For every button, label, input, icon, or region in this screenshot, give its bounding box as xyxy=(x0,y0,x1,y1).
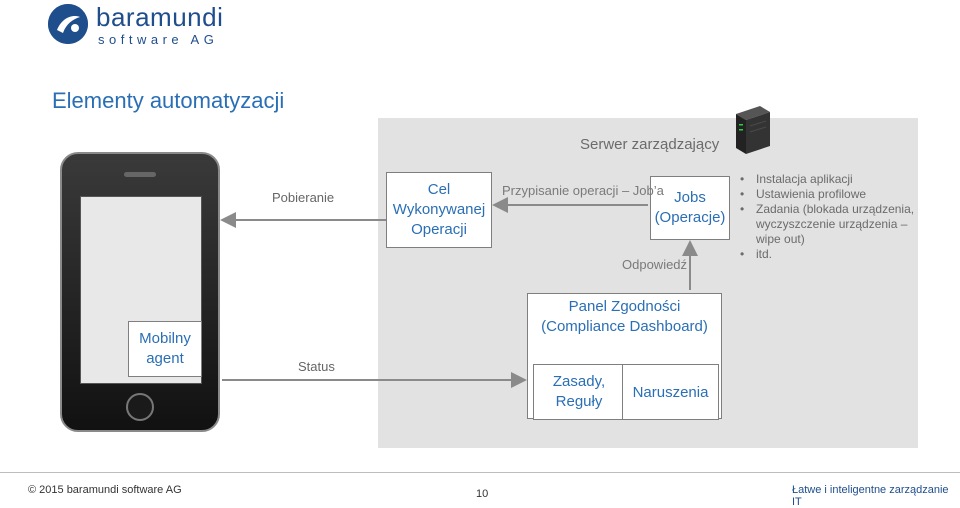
download-label: Pobieranie xyxy=(272,190,335,205)
baramundi-logo-icon xyxy=(48,4,88,44)
job-types-list: Instalacja aplikacji Ustawienia profilow… xyxy=(740,172,930,262)
phone-home-button xyxy=(126,393,154,421)
rules-box: Zasady, Reguły xyxy=(533,364,625,420)
list-item: Instalacja aplikacji xyxy=(740,172,930,187)
target-operation-box: Cel Wykonywanej Operacji xyxy=(386,172,492,248)
server-icon xyxy=(732,104,772,156)
server-label: Serwer zarządzający xyxy=(580,136,720,153)
logo-subtitle: software AG xyxy=(98,32,219,47)
list-item: Zadania (blokada urządzenia, wyczyszczen… xyxy=(740,202,930,247)
logo-name: baramundi xyxy=(96,2,224,32)
assignment-label: Przypisanie operacji – Job’a xyxy=(502,183,664,198)
footer-divider xyxy=(0,472,960,473)
page-number: 10 xyxy=(476,488,489,500)
violations-box: Naruszenia xyxy=(622,364,719,420)
mobile-agent-box: Mobilny agent xyxy=(128,321,202,377)
jobs-box: Jobs (Operacje) xyxy=(650,176,730,240)
status-label: Status xyxy=(298,359,335,374)
response-label: Odpowiedź xyxy=(622,257,688,272)
list-item: Ustawienia profilowe xyxy=(740,187,930,202)
phone-speaker xyxy=(124,172,156,177)
list-item: itd. xyxy=(740,247,930,262)
footer-tagline: Łatwe i inteligentne zarządzanie IT xyxy=(792,484,949,508)
slide-title: Elementy automatyzacji xyxy=(52,88,285,113)
footer-copyright: © 2015 baramundi software AG xyxy=(28,484,182,496)
